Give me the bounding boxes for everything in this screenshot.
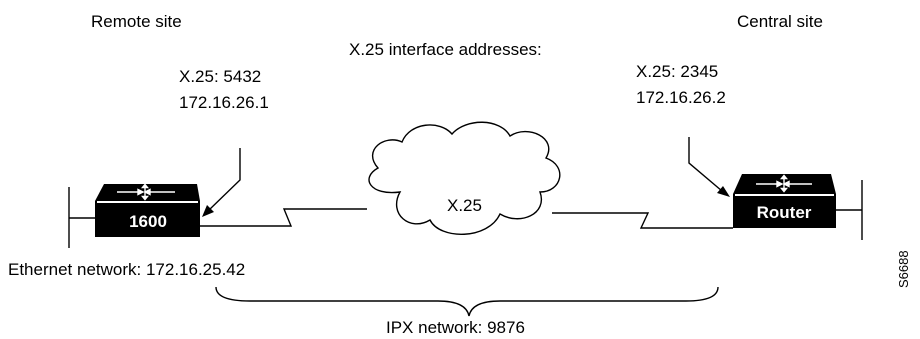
central-router: Router: [733, 174, 836, 228]
remote-ip-address: 172.16.26.1: [179, 93, 269, 112]
router-arrows-icon: [117, 183, 175, 201]
remote-site-label: Remote site: [91, 12, 182, 31]
central-ethernet-segment: [836, 180, 863, 240]
remote-interface-pointer: [202, 148, 241, 217]
ethernet-network-label: Ethernet network: 172.16.25.42: [8, 260, 245, 279]
central-interface-pointer: [688, 137, 730, 197]
figure-id: S6688: [896, 250, 911, 288]
x25-cloud: [368, 121, 561, 235]
ipx-network-brace: [215, 286, 719, 317]
remote-ethernet-segment: [68, 187, 97, 248]
ipx-network-label: IPX network: 9876: [386, 318, 525, 337]
remote-x25-address: X.25: 5432: [179, 67, 261, 86]
remote-device-label: 1600: [129, 212, 167, 231]
central-serial-link: [552, 212, 733, 229]
central-x25-address: X.25: 2345: [636, 62, 718, 81]
remote-router-1600: 1600: [95, 183, 200, 237]
central-device-label: Router: [757, 203, 812, 222]
remote-serial-link: [200, 208, 367, 227]
interface-addresses-heading: X.25 interface addresses:: [349, 40, 542, 59]
x25-cloud-label: X.25: [447, 196, 482, 215]
central-site-label: Central site: [737, 12, 823, 31]
router-arrows-icon: [756, 174, 812, 193]
central-ip-address: 172.16.26.2: [636, 88, 726, 107]
